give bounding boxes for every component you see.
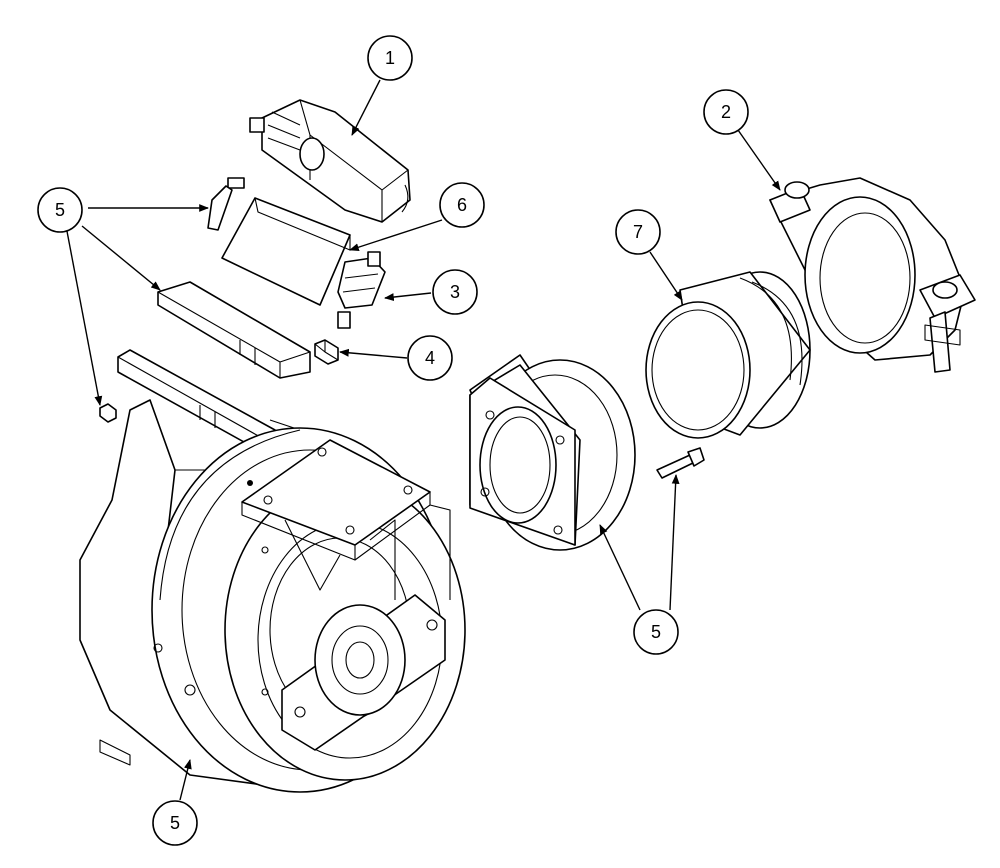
callout-7: 7 bbox=[615, 209, 661, 255]
callout-5-top-left: 5 bbox=[37, 187, 83, 233]
part-coupling-sleeve bbox=[645, 271, 811, 439]
callout-4: 4 bbox=[407, 335, 453, 381]
part-plate bbox=[221, 197, 351, 306]
callout-1-label: 1 bbox=[385, 48, 395, 68]
callout-2-label: 2 bbox=[721, 102, 731, 122]
leader-lines bbox=[65, 79, 781, 801]
callout-3: 3 bbox=[432, 269, 478, 315]
callout-5-bottom: 5 bbox=[152, 800, 198, 846]
part-bar-upper bbox=[157, 281, 311, 379]
callout-3-label: 3 bbox=[450, 282, 460, 302]
callout-6-label: 6 bbox=[457, 195, 467, 215]
callout-5-flange: 5 bbox=[633, 609, 679, 655]
part-bolt bbox=[656, 447, 705, 479]
part-actuator-motor bbox=[249, 99, 411, 223]
callout-5c-label: 5 bbox=[170, 813, 180, 833]
callout-7-label: 7 bbox=[633, 222, 643, 242]
callout-2: 2 bbox=[703, 89, 749, 135]
part-sensor bbox=[337, 251, 386, 329]
callout-1: 1 bbox=[367, 35, 413, 81]
part-grooved-clamp bbox=[769, 177, 976, 373]
part-blower-housing bbox=[79, 399, 466, 793]
part-small-nut bbox=[99, 403, 117, 423]
callout-5a-label: 5 bbox=[55, 200, 65, 220]
callout-6: 6 bbox=[439, 182, 485, 228]
callout-5b-label: 5 bbox=[651, 622, 661, 642]
part-nut bbox=[314, 339, 339, 365]
part-flange-adapter bbox=[469, 354, 636, 551]
callout-4-label: 4 bbox=[425, 348, 435, 368]
part-pin bbox=[207, 177, 245, 231]
